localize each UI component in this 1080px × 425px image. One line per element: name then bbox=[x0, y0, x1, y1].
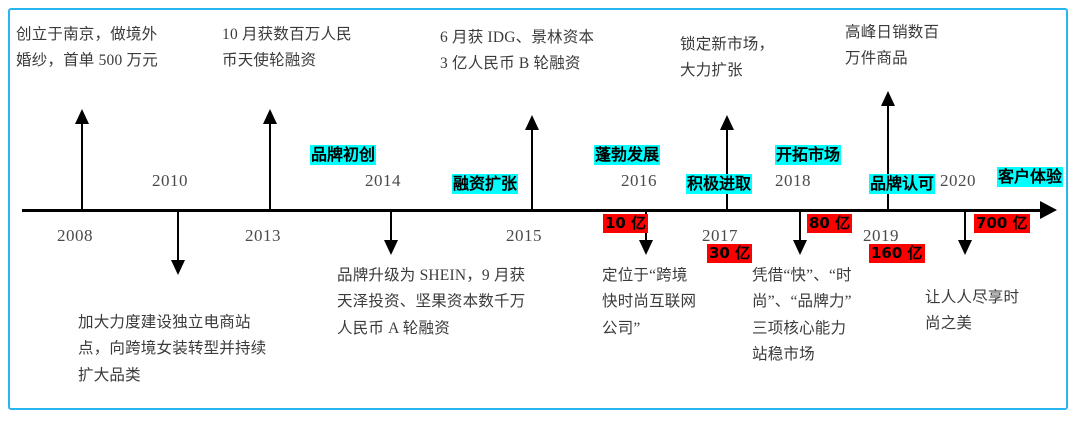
arrow-down-icon-2016 bbox=[638, 240, 653, 255]
arrow-down-icon-2010 bbox=[170, 260, 185, 275]
arrow-down-icon-2014 bbox=[383, 240, 398, 255]
stage-tag-2020: 客户体验 bbox=[997, 167, 1064, 187]
revenue-tag-2018: 80 亿 bbox=[807, 214, 853, 233]
note-2008: 创立于南京，做境外 婚纱，首单 500 万元 bbox=[16, 26, 158, 70]
note-2018: 凭借“快”、“时 尚”、“品牌力” 三项核心能力 站稳市场 bbox=[752, 267, 852, 364]
arrow-up-icon-2017 bbox=[719, 115, 734, 130]
arrow-up-icon-2015 bbox=[524, 115, 539, 130]
stage-tag-2019: 品牌认可 bbox=[869, 174, 936, 194]
note-2020: 让人人尽享时 尚之美 bbox=[925, 289, 1020, 333]
year-label-2019: 2019 bbox=[863, 226, 899, 245]
stage-tag-2018: 开拓市场 bbox=[775, 145, 842, 165]
year-label-2010: 2010 bbox=[152, 171, 188, 190]
stem-2014 bbox=[390, 210, 392, 244]
stem-2008 bbox=[81, 122, 83, 210]
revenue-tag-2016: 10 亿 bbox=[603, 214, 649, 233]
note-2010: 加大力度建设独立电商站 点，向跨境女装转型并持续 扩大品类 bbox=[78, 314, 267, 384]
arrow-up-icon-2019 bbox=[880, 91, 895, 106]
stage-tag-2014: 品牌初创 bbox=[310, 145, 377, 165]
stem-2010 bbox=[177, 210, 179, 265]
stage-tag-2017: 积极进取 bbox=[686, 174, 753, 194]
note-2016: 定位于“跨境 快时尚互联网 公司” bbox=[602, 267, 697, 337]
stem-2015 bbox=[531, 128, 533, 210]
year-label-2017: 2017 bbox=[702, 226, 738, 245]
year-label-2016: 2016 bbox=[621, 171, 657, 190]
stem-2019 bbox=[887, 104, 889, 210]
arrow-up-icon-2013 bbox=[262, 109, 277, 124]
arrow-down-icon-2018 bbox=[792, 240, 807, 255]
stage-tag-2016: 蓬勃发展 bbox=[594, 145, 661, 165]
year-label-2013: 2013 bbox=[245, 226, 281, 245]
stem-2020 bbox=[964, 210, 966, 244]
note-2017: 锁定新市场， 大力扩张 bbox=[680, 36, 775, 80]
revenue-tag-2017: 30 亿 bbox=[707, 244, 753, 263]
note-2013: 10 月获数百万人民 币天使轮融资 bbox=[222, 26, 352, 70]
year-label-2015: 2015 bbox=[506, 226, 542, 245]
stem-2013 bbox=[269, 122, 271, 210]
timeline-axis-arrow-icon bbox=[1040, 201, 1057, 219]
year-label-2008: 2008 bbox=[57, 226, 93, 245]
year-label-2018: 2018 bbox=[775, 171, 811, 190]
revenue-tag-2019: 160 亿 bbox=[869, 244, 925, 263]
year-label-2014: 2014 bbox=[365, 171, 401, 190]
stem-2018 bbox=[799, 210, 801, 244]
revenue-tag-2020: 700 亿 bbox=[974, 214, 1030, 233]
arrow-down-icon-2020 bbox=[957, 240, 972, 255]
note-2019: 高峰日销数百 万件商品 bbox=[845, 24, 940, 68]
arrow-up-icon-2008 bbox=[74, 109, 89, 124]
stem-2017 bbox=[726, 128, 728, 210]
timeline-axis bbox=[22, 209, 1048, 212]
stage-tag-2015: 融资扩张 bbox=[452, 174, 519, 194]
note-2015: 6 月获 IDG、景林资本 3 亿人民币 B 轮融资 bbox=[440, 29, 595, 73]
year-label-2020: 2020 bbox=[940, 171, 976, 190]
note-2014: 品牌升级为 SHEIN，9 月获 天泽投资、坚果资本数千万 人民币 A 轮融资 bbox=[337, 267, 526, 337]
